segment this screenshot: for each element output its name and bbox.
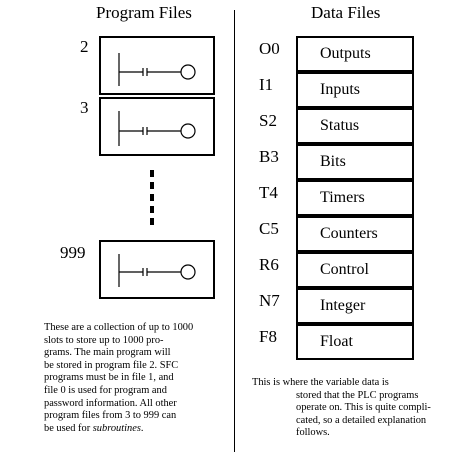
note-line: These are a collection of up to 1000 — [44, 322, 194, 333]
data-file-box: Timers — [296, 180, 414, 216]
data-file-box: Integer — [296, 288, 414, 324]
data-file-box: Float — [296, 324, 414, 360]
note-text: be used for — [44, 422, 93, 434]
program-file-number: 999 — [60, 243, 86, 262]
note-text: . — [140, 422, 144, 434]
note-italic-term: subroutines — [92, 422, 141, 434]
data-file-box: Status — [296, 108, 414, 144]
note-line: grams. The main program will — [44, 347, 171, 359]
data-file-code: F8 — [259, 327, 277, 346]
data-files-description: This is where the variable data is store… — [252, 377, 452, 440]
continuation-dots — [150, 170, 156, 230]
ladder-rung-icon — [118, 53, 196, 86]
note-line: program files from 3 to 999 can — [44, 410, 177, 422]
data-file-box: Inputs — [296, 72, 414, 108]
note-line: cated, so a detailed explanation — [296, 414, 427, 426]
note-line: password information. All other — [44, 397, 177, 409]
data-file-box: Control — [296, 252, 414, 288]
program-file-box — [99, 97, 215, 156]
program-files-title: Program Files — [96, 3, 192, 22]
data-file-code: R6 — [259, 255, 279, 274]
note-line: be used for subroutines. — [44, 423, 239, 436]
program-file-box — [99, 36, 215, 95]
data-file-code: B3 — [259, 147, 279, 166]
note-line: operate on. This is quite compli- — [296, 402, 431, 414]
program-file-number: 3 — [80, 98, 89, 117]
note-line: slots to store up to 1000 pro- — [44, 334, 164, 346]
program-file-box — [99, 240, 215, 299]
data-file-code: C5 — [259, 219, 279, 238]
data-file-box: Counters — [296, 216, 414, 252]
column-divider — [234, 10, 235, 452]
data-file-box: Bits — [296, 144, 414, 180]
note-line: stored that the PLC programs — [296, 389, 419, 401]
note-line: follows. — [296, 427, 330, 439]
ladder-rung-icon — [118, 111, 196, 146]
data-file-box: Outputs — [296, 36, 414, 72]
data-file-code: N7 — [259, 291, 280, 310]
program-file-number: 2 — [80, 37, 89, 56]
program-files-description: These are a collection of up to 1000 slo… — [44, 322, 239, 435]
ladder-rung-icon — [118, 254, 196, 287]
data-file-code: T4 — [259, 183, 278, 202]
note-line: file 0 is used for program and — [44, 384, 167, 396]
data-files-title: Data Files — [311, 3, 381, 22]
note-line: be stored in program file 2. SFC — [44, 359, 179, 371]
note-line: programs must be in file 1, and — [44, 372, 174, 384]
note-line: This is where the variable data is — [252, 377, 389, 388]
data-file-code: I1 — [259, 75, 274, 94]
data-file-code: O0 — [259, 39, 280, 58]
data-file-code: S2 — [259, 111, 277, 130]
